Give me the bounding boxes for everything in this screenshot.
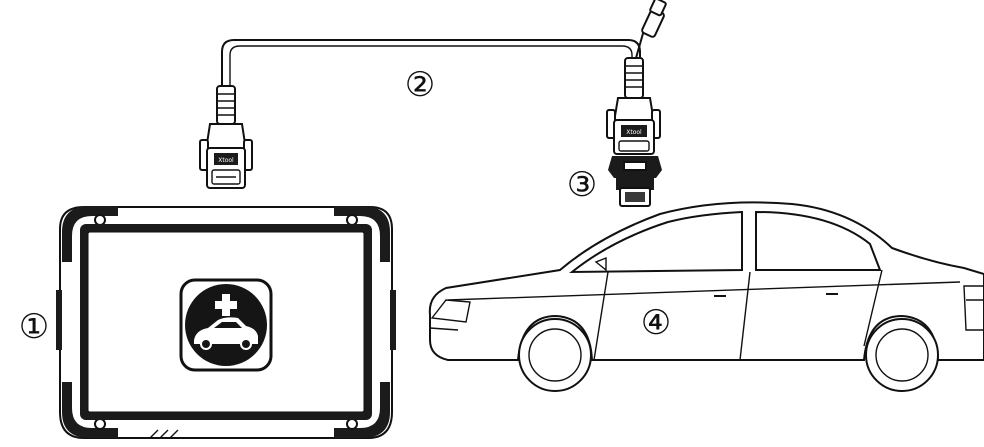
car-diagnostic-app-icon[interactable] (179, 278, 273, 372)
left-db15-connector: Xtool (199, 85, 253, 189)
connector-brand-right: Xtool (626, 129, 642, 136)
right-db15-connector: Xtool (606, 0, 667, 155)
callout-tablet: ① (19, 307, 49, 347)
obd-adapter (608, 156, 662, 207)
diagnostic-tablet (56, 206, 396, 439)
sedan-car-icon (194, 317, 258, 350)
connector-brand-left: Xtool (218, 157, 234, 164)
sedan-car (428, 201, 984, 392)
callout-cable: ② (405, 65, 435, 105)
callout-car: ④ (641, 303, 671, 343)
plus-icon (215, 294, 237, 316)
callout-adapter: ③ (567, 165, 597, 205)
